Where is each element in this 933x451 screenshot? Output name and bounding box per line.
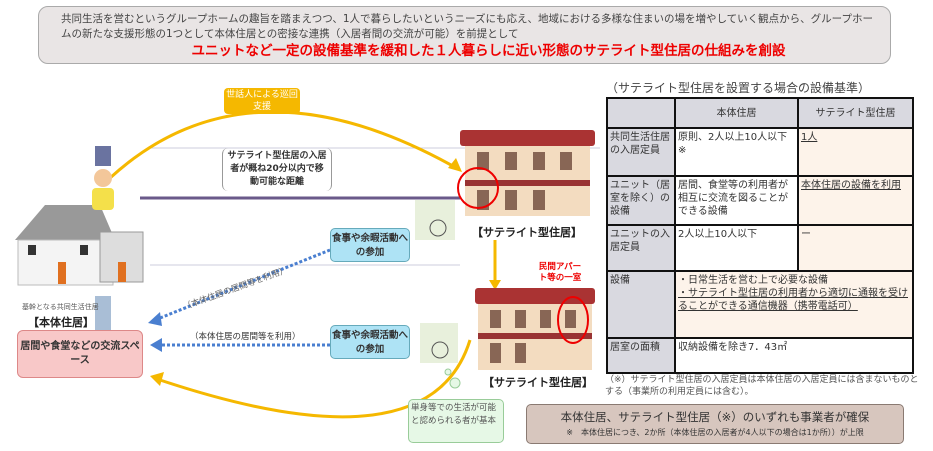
marker-bar [95, 296, 111, 330]
main-house-label: 【本体住居】 [28, 316, 94, 329]
row-label: ユニットの入居定員 [606, 224, 676, 272]
equipment-item: ・サテライト型住居の利用者から適切に通報を受けることができる通信機器（携帯電話可… [678, 288, 908, 312]
return-arrow [159, 339, 472, 419]
use-main-living-label: （本体住居の居間等を利用） [190, 332, 301, 342]
row-label: 居室の面積 [606, 337, 676, 374]
apartment-label: 民間アパート等の一室 [538, 262, 582, 283]
arrowhead [489, 280, 501, 290]
table-row: 共同生活住居の入居定員原則、2人以上10人以下 ※1人 [606, 127, 914, 177]
highlight-circle [557, 296, 589, 344]
table-header-row: 本体住居サテライト型住居 [606, 97, 914, 129]
main-cell: 居間、食堂等の利用者が相互に交流を図ることができる設備 [674, 175, 799, 226]
main-house-icon [15, 205, 144, 286]
dotted-arrow [154, 248, 331, 322]
arrowhead [150, 338, 162, 352]
table-row: 居室の面積収納設備を除き7．43㎡ [606, 337, 914, 374]
activity-box: 食事や余暇活動への参加 [330, 228, 410, 262]
table-footnote: （※）サテライト型住居の入居定員は本体住居の入居定員には含まないものとする（事業… [605, 375, 919, 397]
table-title: （サテライト型住居を設置する場合の設備基準） [606, 81, 871, 95]
row-label: ユニット（居室を除く）の設備 [606, 175, 676, 226]
table-header: 本体住居 [674, 97, 799, 129]
highlight-circle [457, 167, 499, 209]
row-label: 設備 [606, 270, 676, 339]
facility-standards-table: 本体住居サテライト型住居 共同生活住居の入居定員原則、2人以上10人以下 ※1人… [606, 97, 914, 374]
arrowhead [448, 158, 462, 172]
operator-note: 本体住居、サテライト型住居（※）のいずれも事業者が確保 [560, 410, 870, 424]
satellite-label: 【サテライト型住居】 [472, 226, 582, 239]
main-cell: 原則、2人以上10人以下 ※ [674, 127, 799, 177]
intro-text: 共同生活を営むというグループホームの趣旨を踏まえつつ、1人で暮らしたいというニー… [61, 13, 874, 40]
intro-box: 共同生活を営むというグループホームの趣旨を踏まえつつ、1人で暮らしたいというニー… [38, 6, 891, 64]
distance-note: サテライト型住居の入居者が概ね20分以内で移動可能な距離 [222, 148, 332, 191]
satellite-cell: ー [797, 224, 914, 272]
activity-box: 食事や余暇活動への参加 [330, 325, 410, 359]
operator-note-sub: ※ 本体住居につき、2か所（本体住居の入居者が4人以下の場合は1か所））が上限 [566, 428, 864, 437]
satellite-cell: 本体住居の設備を利用 [801, 180, 901, 191]
satellite-label: 【サテライト型住居】 [483, 376, 593, 389]
main-house-sub-label: 基幹となる共同生活住居 [22, 303, 99, 311]
single-living-note: 単身等での生活が可能と認められる者が基本 [408, 399, 504, 443]
wheelchair-person-icon [415, 200, 458, 363]
main-cell: 2人以上10人以下 [674, 224, 799, 272]
table-row: 設備・日常生活を営む上で必要な設備・サテライト型住居の利用者から適切に通報を受け… [606, 270, 914, 339]
patrol-support-label: 世話人による巡回支援 [224, 88, 300, 114]
equipment-item: ・日常生活を営む上で必要な設備 [678, 275, 828, 286]
helper-person-icon [92, 169, 114, 210]
marker-square [95, 146, 111, 166]
satellite-building-icon [457, 130, 595, 216]
area-cell: 収納設備を除き7．43㎡ [674, 337, 914, 374]
operator-note-box: 本体住居、サテライト型住居（※）のいずれも事業者が確保 ※ 本体住居につき、2か… [526, 404, 904, 444]
arrowhead [150, 372, 164, 386]
satellite-cell: 1人 [801, 132, 818, 143]
table-row: ユニット（居室を除く）の設備居間、食堂等の利用者が相互に交流を図ることができる設… [606, 175, 914, 226]
table-header [606, 97, 676, 129]
equipment-cell: ・日常生活を営む上で必要な設備・サテライト型住居の利用者から適切に通報を受けるこ… [674, 270, 914, 339]
intro-headline: ユニットなど一定の設備基準を緩和した１人暮らしに近い形態のサテライト型住居の仕組… [191, 43, 786, 59]
satellite-building-icon [475, 288, 595, 370]
table-header: サテライト型住居 [797, 97, 914, 129]
exchange-space-box: 居間や食堂などの交流スペース [17, 330, 143, 378]
arrowhead [148, 312, 162, 326]
row-label: 共同生活住居の入居定員 [606, 127, 676, 177]
